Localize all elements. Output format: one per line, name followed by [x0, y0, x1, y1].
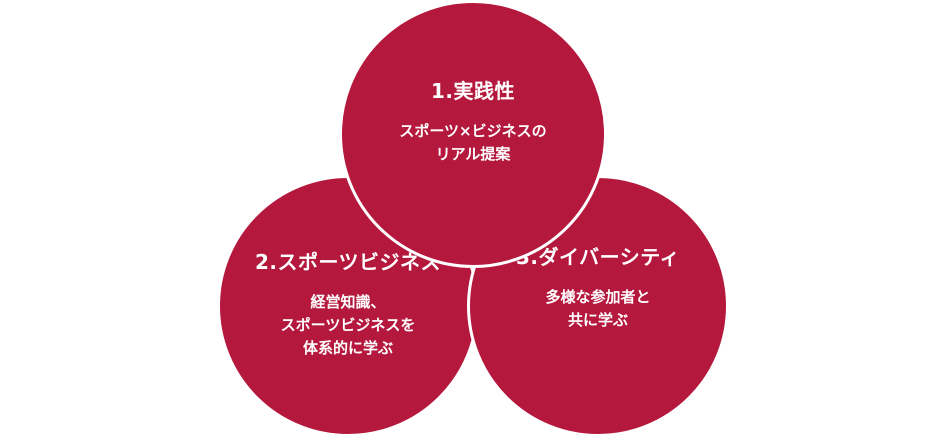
description-line: スポーツ×ビジネスの: [399, 122, 547, 140]
description-line: 共に学ぶ: [567, 311, 628, 329]
description-line: 経営知識、: [310, 292, 386, 311]
circle-practicality: 1.実践性 スポーツ×ビジネスの リアル提案: [339, 0, 607, 268]
circle-title: 2.スポーツビジネス: [254, 249, 442, 274]
circle-description: 経営知識、 スポーツビジネスを 体系的に学ぶ: [281, 291, 416, 360]
circle-description: スポーツ×ビジネスの リアル提案: [399, 120, 546, 166]
circle-title: 3.ダイバーシティ: [515, 245, 680, 269]
description-line: スポーツビジネスを: [280, 315, 416, 334]
description-line: 体系的に学ぶ: [302, 338, 393, 357]
circle-description: 多様な参加者と 共に学ぶ: [545, 286, 650, 332]
circle-title: 1.実践性: [430, 79, 515, 103]
description-line: 多様な参加者と: [545, 288, 651, 306]
description-line: リアル提案: [435, 145, 511, 163]
